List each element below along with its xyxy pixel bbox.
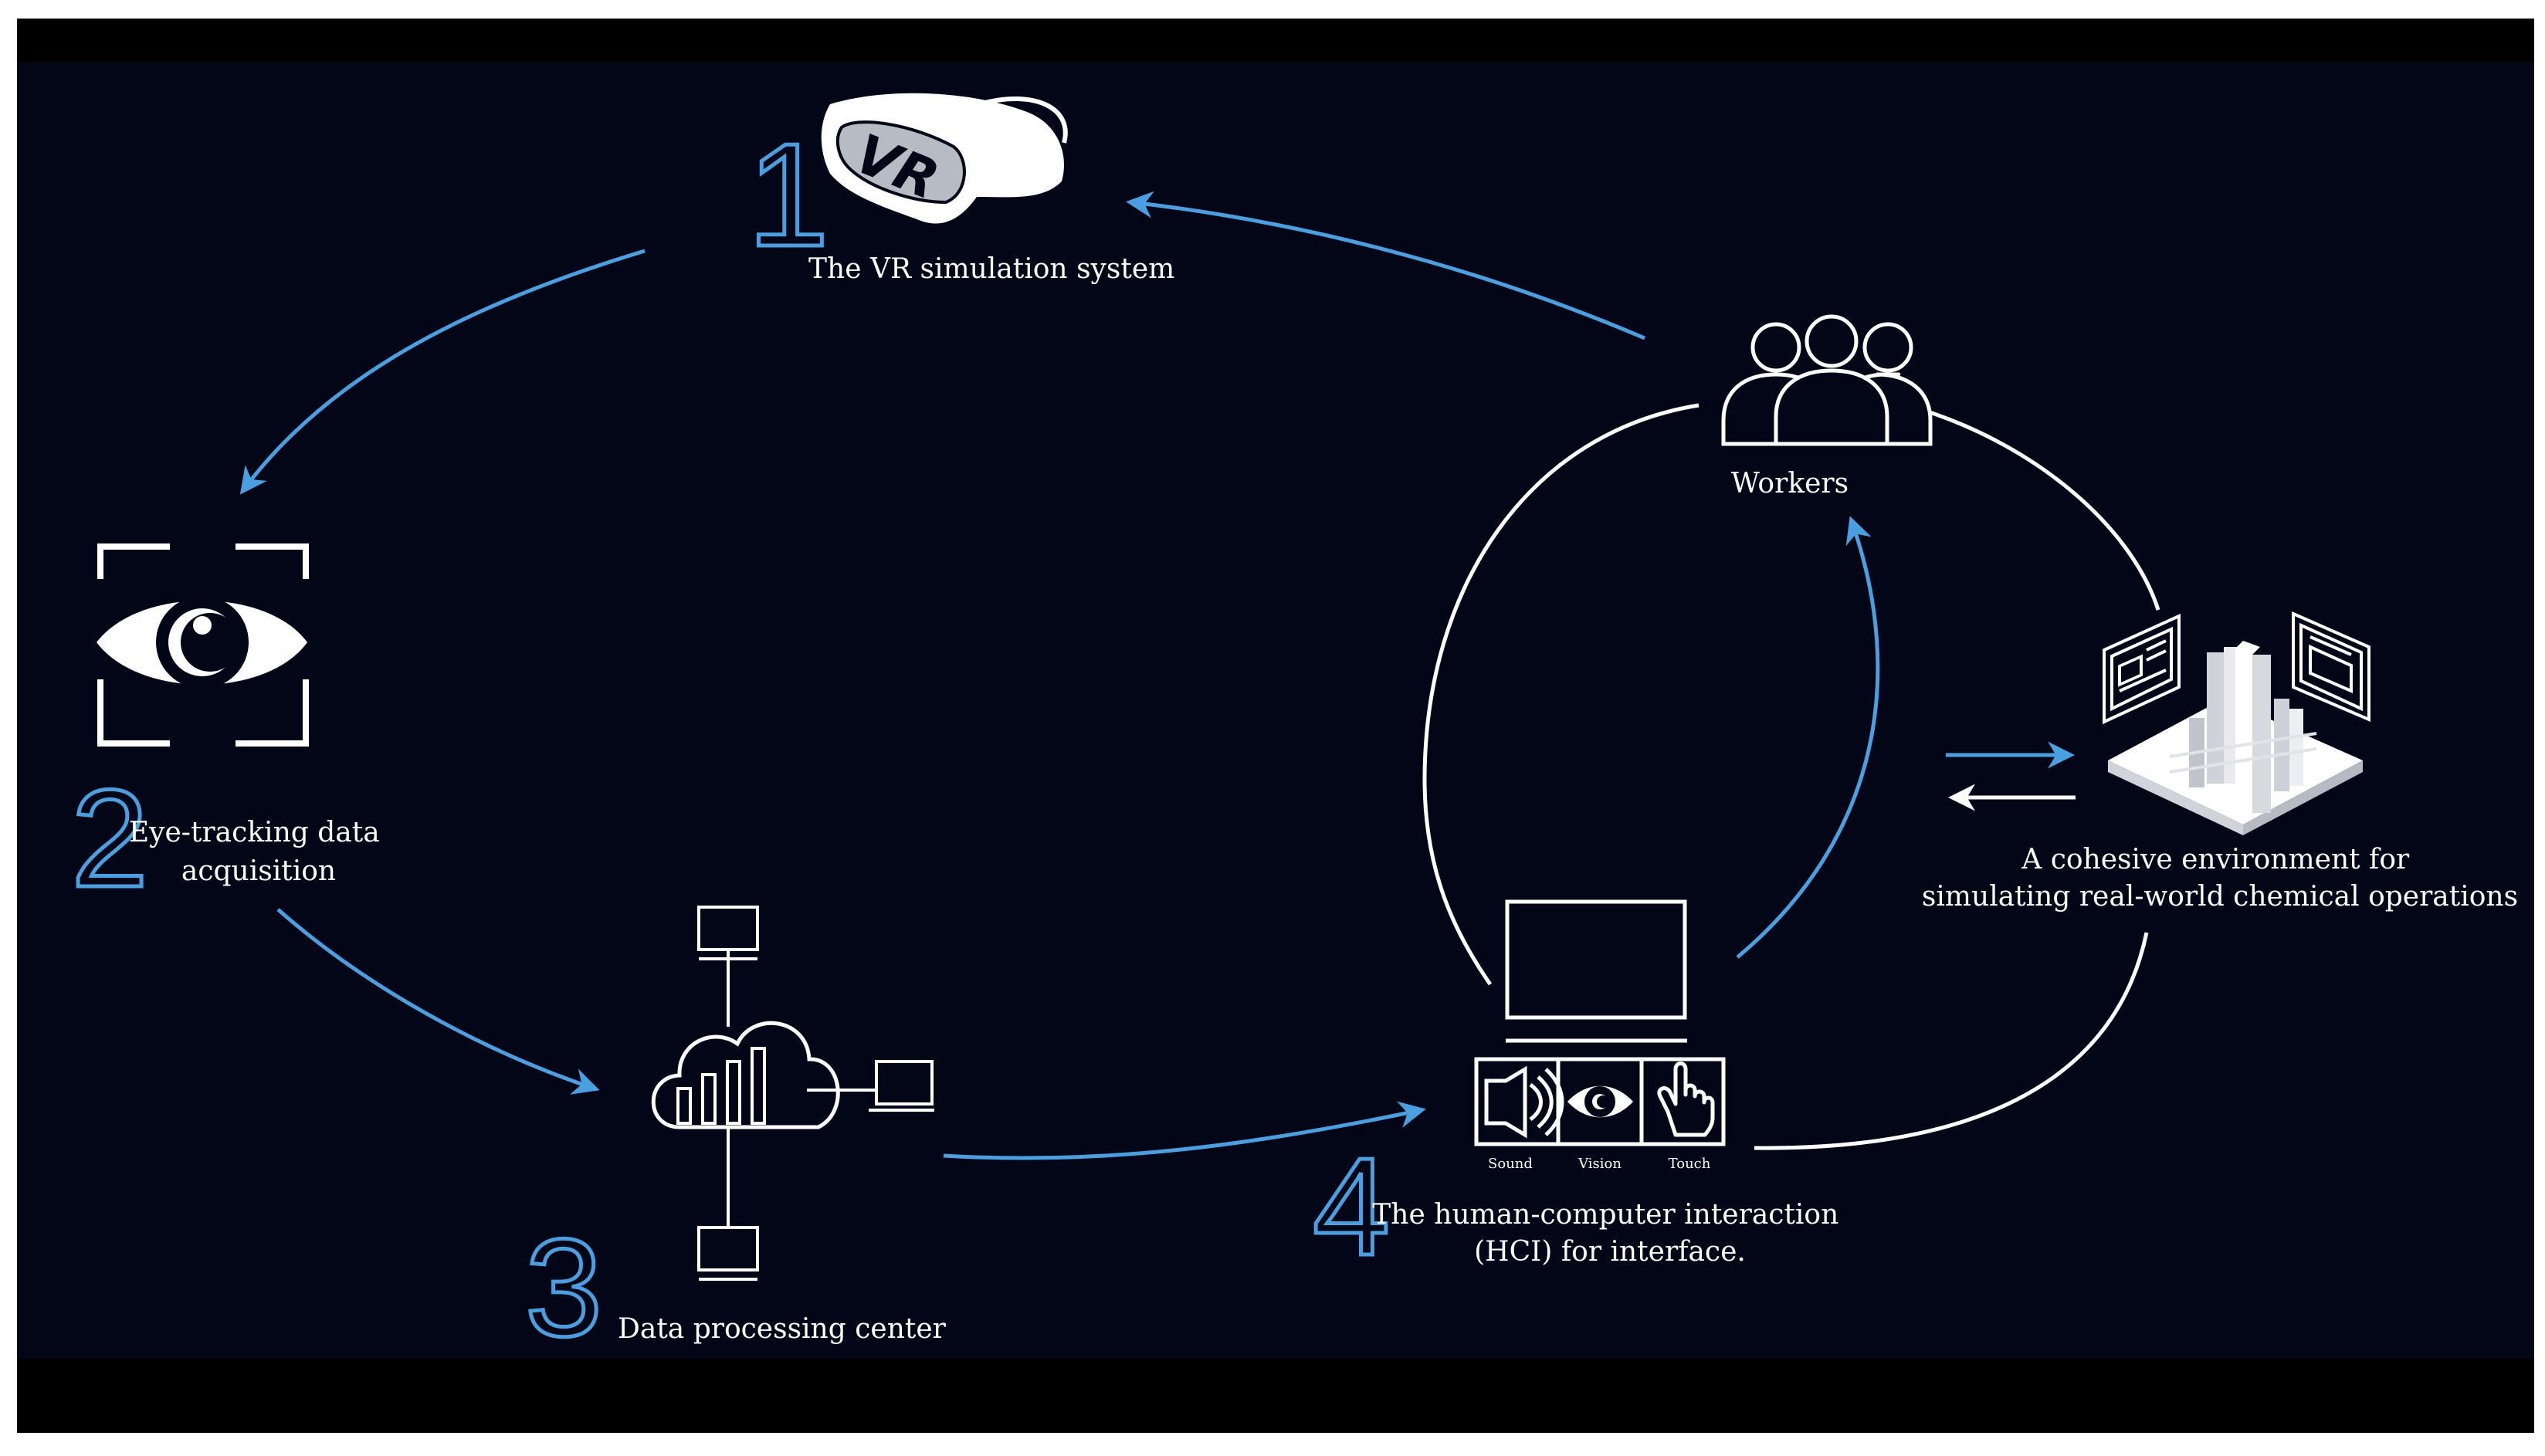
- vr-headset-icon: VR: [821, 93, 1068, 224]
- step-4-number: 4: [1313, 1129, 1390, 1285]
- right-panel-icon: [2292, 611, 2370, 723]
- monitor-screen: [1505, 899, 1687, 1020]
- step-4-label-line-2: (HCI) for interface.: [1474, 1236, 1746, 1268]
- data-center-icon: [651, 906, 934, 1281]
- node-right-box: [875, 1060, 934, 1106]
- touch-hand-icon: [1657, 1062, 1715, 1137]
- step-4-label: The human-computer interaction (HCI) for…: [1372, 1199, 1848, 1268]
- arrow-vr-to-eye: [239, 249, 646, 495]
- loop-arc-left: [1422, 403, 1699, 986]
- workers-label: Workers: [1731, 468, 1849, 499]
- arrow-workers-to-vr: [1126, 191, 1645, 340]
- eye-tracking-icon: [97, 543, 309, 747]
- left-panel-icon: [2103, 613, 2181, 725]
- eye-icon: [97, 596, 307, 689]
- workers-icon: [1721, 314, 1933, 446]
- loop-arc-right-bottom: [1754, 932, 2149, 1150]
- step-2-number: 2: [71, 761, 148, 916]
- cloud-icon: [651, 1021, 840, 1129]
- diagram-panel: [17, 62, 2534, 1359]
- environment-icon: [2108, 641, 2363, 835]
- step-3-label: Data processing center: [618, 1313, 947, 1345]
- vision-icon: [1567, 1085, 1633, 1118]
- arrow-hci-to-workers: [1736, 516, 1880, 959]
- environment-label: A cohesive environment for simulating re…: [1922, 844, 2518, 913]
- arrow-data-to-hci: [943, 1101, 1426, 1160]
- step-2-label: Eye-tracking data acquisition: [129, 817, 388, 887]
- step-2-label-line-2: acquisition: [181, 855, 336, 887]
- hci-mode-sound: Sound: [1488, 1156, 1533, 1172]
- hci-panel: [1474, 1057, 1726, 1146]
- step-1-label: The VR simulation system: [808, 253, 1174, 285]
- hci-mode-touch: Touch: [1669, 1156, 1711, 1172]
- step-2-label-line-1: Eye-tracking data: [129, 817, 380, 848]
- loop-arc-right-top: [1906, 403, 2160, 611]
- environment-label-line-1: A cohesive environment for: [2021, 844, 2410, 875]
- hci-mode-vision: Vision: [1577, 1156, 1622, 1172]
- environment-label-line-2: simulating real-world chemical operation…: [1922, 881, 2518, 913]
- step-3-number: 3: [525, 1211, 602, 1366]
- speaker-icon: [1484, 1065, 1564, 1139]
- step-4-label-line-1: The human-computer interaction: [1372, 1199, 1838, 1231]
- arrow-eye-to-data: [276, 908, 600, 1095]
- step-1-number: 1: [747, 113, 829, 277]
- computer-icon: [1474, 899, 1726, 1146]
